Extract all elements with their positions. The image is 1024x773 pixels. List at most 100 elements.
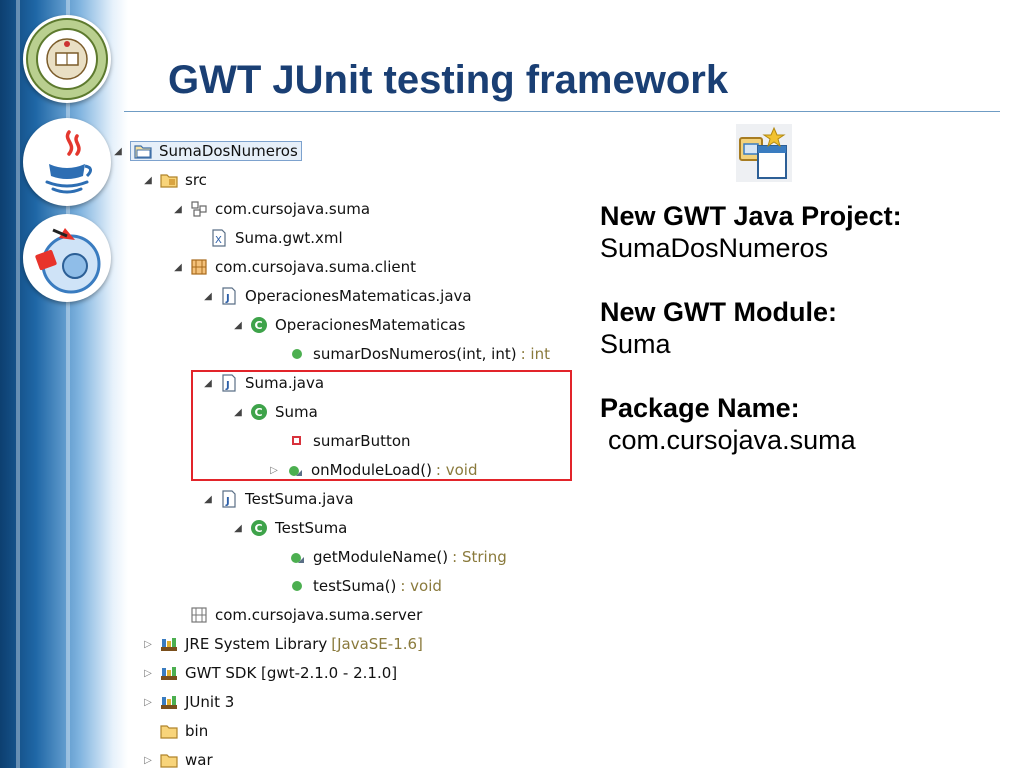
expanded-arrow-icon[interactable] bbox=[200, 491, 216, 507]
project-info-panel: New GWT Java Project: SumaDosNumeros New… bbox=[600, 200, 1010, 488]
tree-node-suma-method[interactable]: onModuleLoad() : void bbox=[266, 457, 478, 483]
project-value: SumaDosNumeros bbox=[600, 233, 829, 263]
java-file-icon: J bbox=[222, 490, 236, 508]
slide-title: GWT JUnit testing framework bbox=[168, 58, 729, 102]
tree-node-test-java[interactable]: J TestSuma.java bbox=[200, 486, 354, 512]
library-icon bbox=[161, 667, 177, 680]
junit-label: JUnit 3 bbox=[185, 693, 235, 711]
suma-method-type: : void bbox=[435, 461, 478, 479]
override-method-icon bbox=[291, 553, 304, 563]
collapsed-arrow-icon[interactable] bbox=[140, 694, 156, 710]
tree-node-client-package[interactable]: com.cursojava.suma.client bbox=[170, 254, 416, 280]
jre-version: [JavaSE-1.6] bbox=[331, 635, 423, 653]
src-label: src bbox=[185, 171, 207, 189]
class-icon: C bbox=[251, 404, 267, 420]
svg-text:J: J bbox=[225, 380, 230, 391]
tree-node-project[interactable]: SumaDosNumeros bbox=[110, 138, 302, 164]
server-package-label: com.cursojava.suma.server bbox=[215, 606, 423, 624]
client-package-label: com.cursojava.suma.client bbox=[215, 258, 417, 276]
svg-text:C: C bbox=[255, 319, 263, 332]
svg-text:J: J bbox=[225, 293, 230, 304]
tree-node-junit[interactable]: JUnit 3 bbox=[140, 689, 234, 715]
svg-text:C: C bbox=[255, 406, 263, 419]
test-method-2-type: : void bbox=[400, 577, 442, 595]
expanded-arrow-icon[interactable] bbox=[230, 520, 246, 536]
university-seal-icon bbox=[23, 15, 111, 103]
suma-field-label: sumarButton bbox=[313, 432, 411, 450]
tree-node-suma-field[interactable]: sumarButton bbox=[288, 428, 411, 454]
empty-package-icon bbox=[191, 607, 207, 623]
public-method-icon bbox=[292, 349, 302, 359]
override-method-icon bbox=[289, 466, 302, 476]
java-file-icon: J bbox=[222, 287, 236, 305]
package-icon bbox=[191, 259, 207, 275]
tree-node-jre[interactable]: JRE System Library [JavaSE-1.6] bbox=[140, 631, 423, 657]
module-value: Suma bbox=[600, 329, 671, 359]
collapsed-arrow-icon[interactable] bbox=[266, 462, 282, 478]
tree-node-test-method-1[interactable]: getModuleName() : String bbox=[288, 544, 507, 570]
gwt-xml-label: Suma.gwt.xml bbox=[235, 229, 343, 247]
svg-text:X: X bbox=[215, 235, 222, 246]
tree-node-test-class[interactable]: C TestSuma bbox=[230, 515, 347, 541]
tree-node-gwt-sdk[interactable]: GWT SDK [gwt-2.1.0 - 2.1.0] bbox=[140, 660, 397, 686]
collapsed-arrow-icon[interactable] bbox=[140, 752, 156, 768]
expanded-arrow-icon[interactable] bbox=[110, 143, 126, 159]
collapsed-arrow-icon[interactable] bbox=[140, 636, 156, 652]
tree-node-bin[interactable]: bin bbox=[160, 718, 208, 744]
package-icon bbox=[191, 201, 207, 217]
svg-text:C: C bbox=[255, 522, 263, 535]
public-method-icon bbox=[292, 581, 302, 591]
tree-node-src[interactable]: src bbox=[140, 167, 207, 193]
library-icon bbox=[161, 696, 177, 709]
expanded-arrow-icon[interactable] bbox=[200, 288, 216, 304]
test-class-label: TestSuma bbox=[275, 519, 348, 537]
jre-label: JRE System Library bbox=[185, 635, 328, 653]
expanded-arrow-icon[interactable] bbox=[200, 375, 216, 391]
suma-java-label: Suma.java bbox=[245, 374, 325, 392]
new-gwt-project-wizard-icon bbox=[736, 124, 792, 182]
expanded-arrow-icon[interactable] bbox=[170, 259, 186, 275]
tree-node-suma-class[interactable]: C Suma bbox=[230, 399, 318, 425]
test-method-1-label: getModuleName() bbox=[313, 548, 449, 566]
expanded-arrow-icon[interactable] bbox=[230, 404, 246, 420]
java-file-icon: J bbox=[222, 374, 236, 392]
class-icon: C bbox=[251, 520, 267, 536]
expanded-arrow-icon[interactable] bbox=[140, 172, 156, 188]
java-coffee-icon bbox=[23, 118, 111, 206]
collapsed-arrow-icon[interactable] bbox=[140, 665, 156, 681]
highlight-box bbox=[191, 370, 572, 481]
xml-file-icon: X bbox=[212, 229, 226, 247]
project-folder-icon bbox=[134, 145, 152, 159]
title-rule bbox=[124, 111, 1000, 112]
expanded-arrow-icon[interactable] bbox=[230, 317, 246, 333]
folder-icon bbox=[160, 725, 178, 739]
project-heading: New GWT Java Project: bbox=[600, 201, 902, 231]
test-method-1-type: : String bbox=[452, 548, 507, 566]
module-heading: New GWT Module: bbox=[600, 297, 837, 327]
ops-java-label: OperacionesMatematicas.java bbox=[245, 287, 472, 305]
source-folder-icon bbox=[160, 174, 178, 188]
gwt-toolbox-icon bbox=[23, 214, 111, 302]
ops-class-label: OperacionesMatematicas bbox=[275, 316, 466, 334]
tree-node-ops-class[interactable]: C OperacionesMatematicas bbox=[230, 312, 465, 338]
tree-node-package[interactable]: com.cursojava.suma bbox=[170, 196, 370, 222]
package-label: com.cursojava.suma bbox=[215, 200, 371, 218]
class-icon: C bbox=[251, 317, 267, 333]
tree-node-test-method-2[interactable]: testSuma() : void bbox=[288, 573, 442, 599]
folder-icon bbox=[160, 754, 178, 768]
tree-node-ops-java[interactable]: J OperacionesMatematicas.java bbox=[200, 283, 472, 309]
package-value: com.cursojava.suma bbox=[608, 425, 856, 455]
war-label: war bbox=[185, 751, 213, 769]
package-heading: Package Name: bbox=[600, 393, 800, 423]
suma-class-label: Suma bbox=[275, 403, 318, 421]
tree-node-server-package[interactable]: com.cursojava.suma.server bbox=[190, 602, 422, 628]
private-field-icon bbox=[292, 436, 301, 445]
tree-node-gwt-xml[interactable]: X Suma.gwt.xml bbox=[210, 225, 343, 251]
band-stripe bbox=[66, 0, 70, 768]
expanded-arrow-icon[interactable] bbox=[170, 201, 186, 217]
bin-label: bin bbox=[185, 722, 209, 740]
project-label: SumaDosNumeros bbox=[159, 142, 298, 160]
tree-node-ops-method[interactable]: sumarDosNumeros(int, int) : int bbox=[288, 341, 550, 367]
tree-node-war[interactable]: war bbox=[140, 747, 213, 773]
tree-node-suma-java[interactable]: J Suma.java bbox=[200, 370, 324, 396]
